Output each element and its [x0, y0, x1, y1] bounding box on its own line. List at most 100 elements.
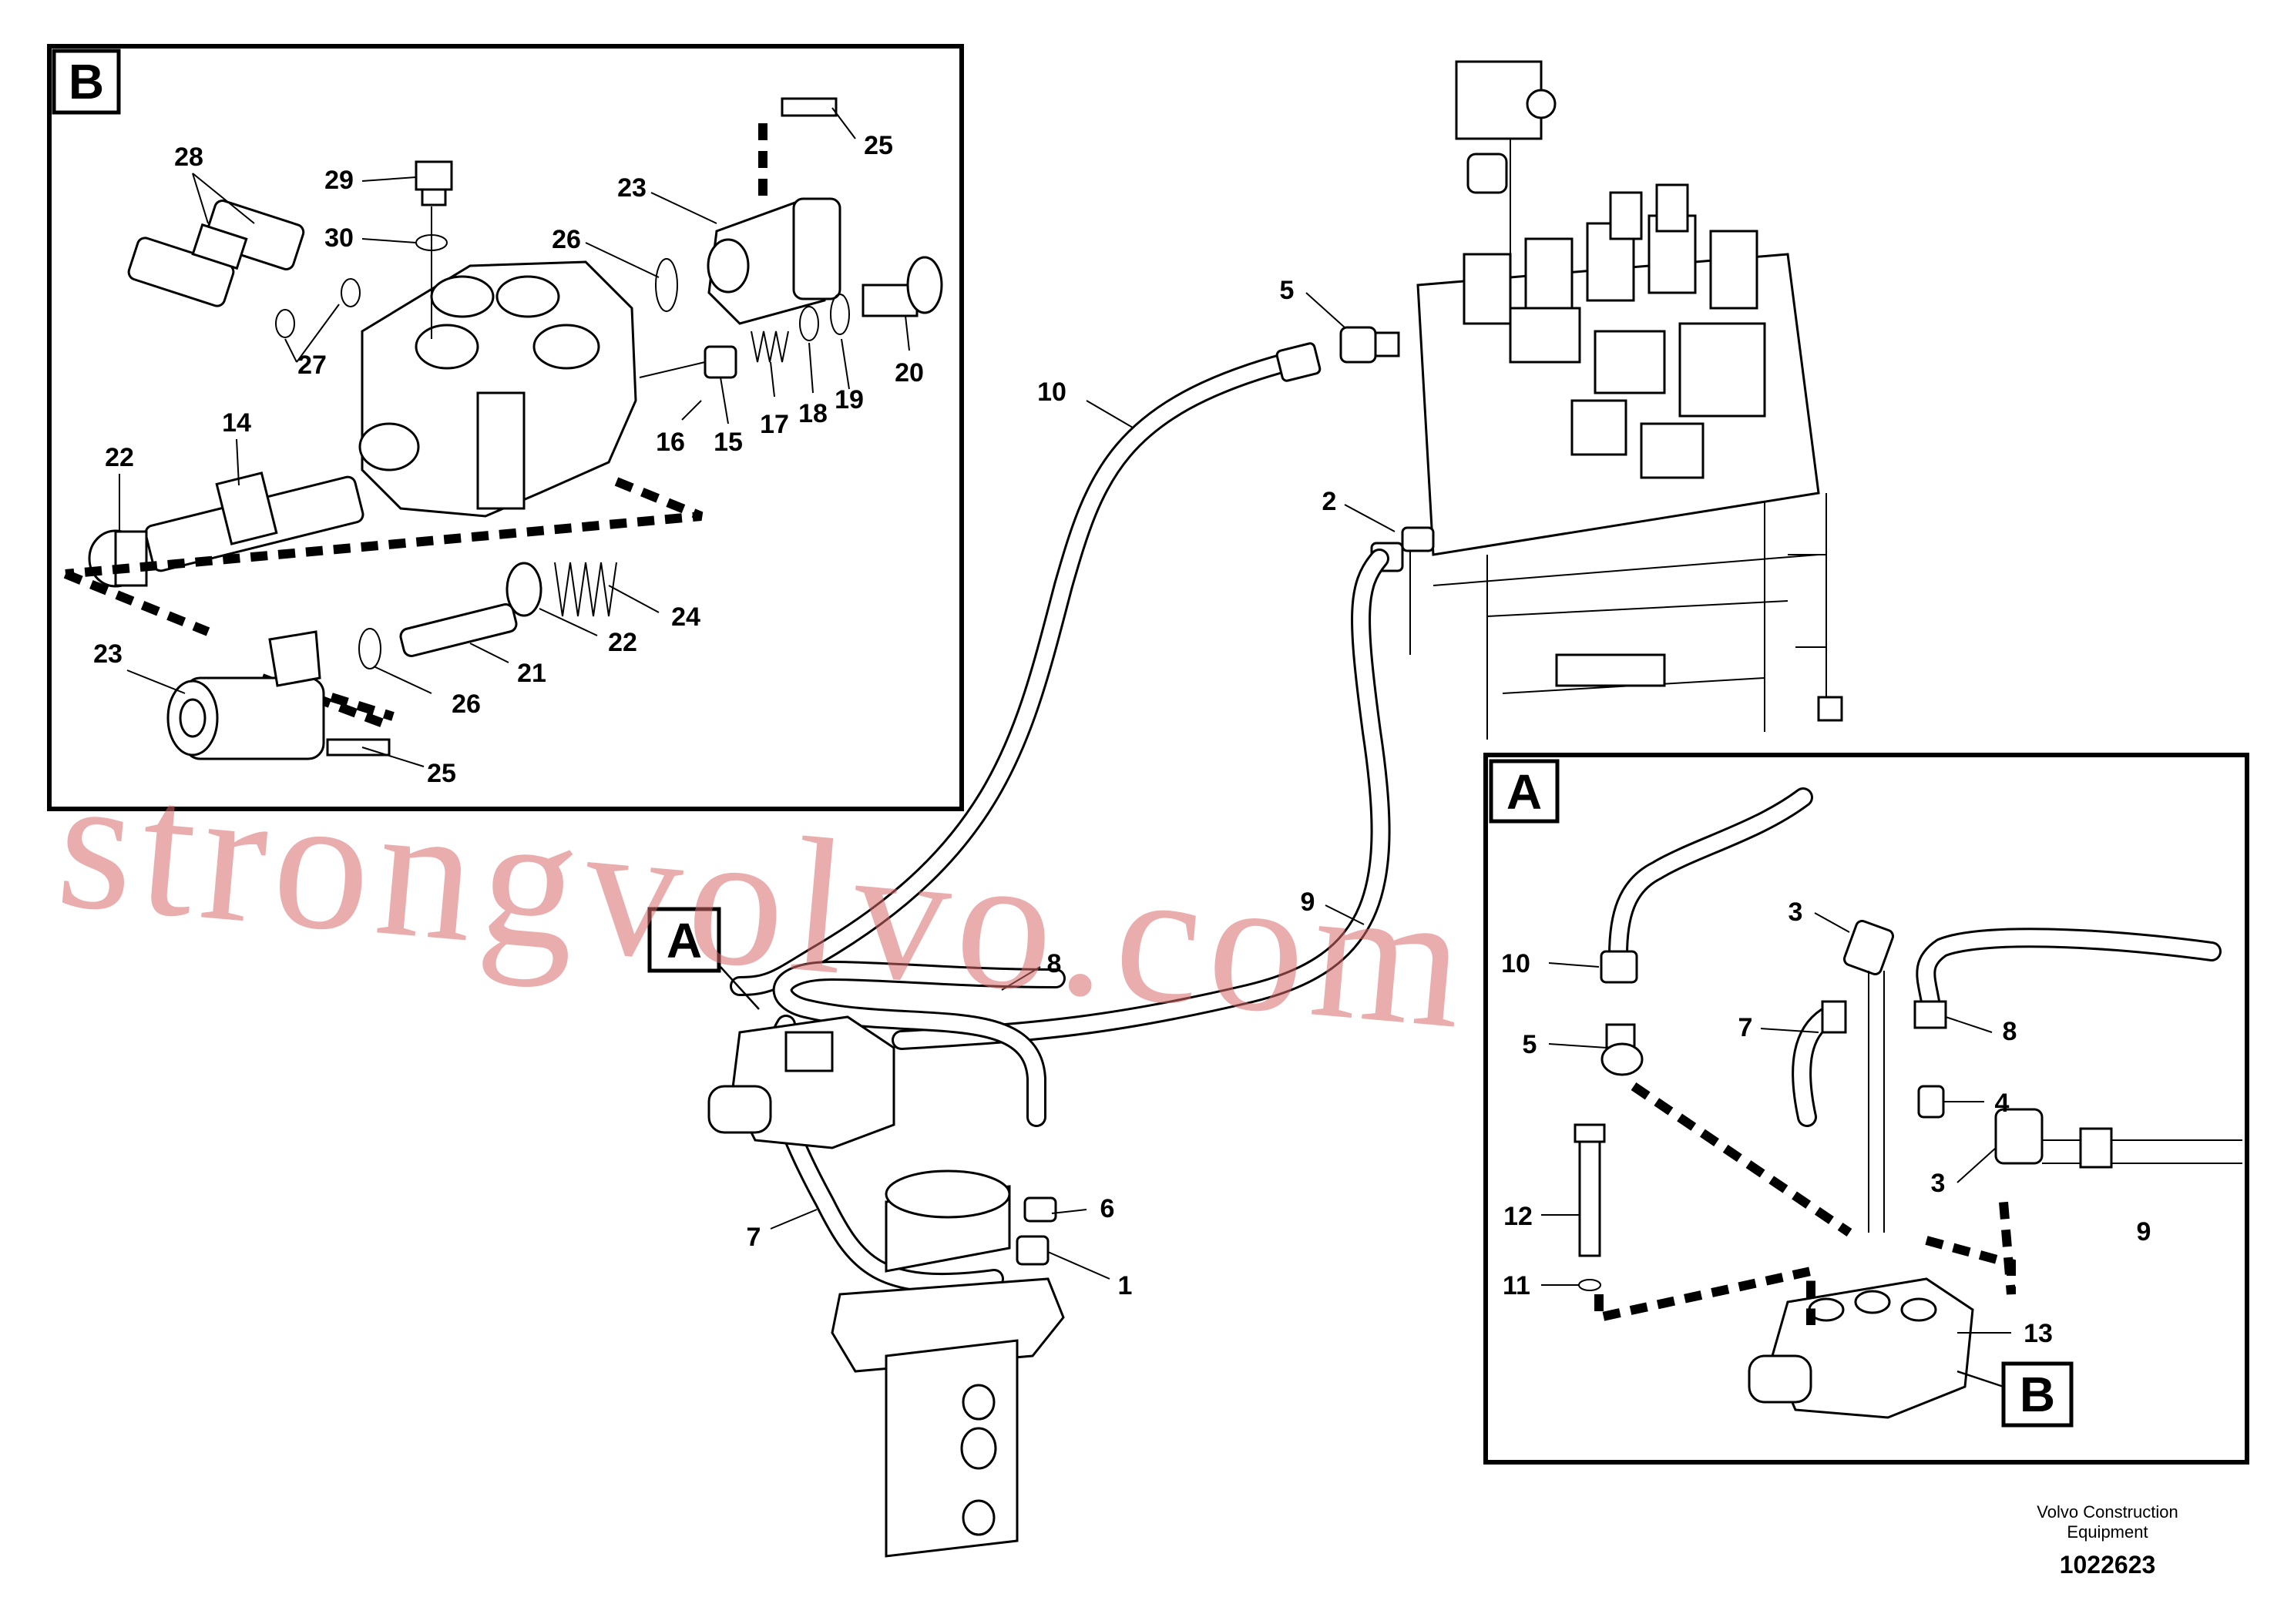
washer-22 — [505, 562, 542, 617]
watermark: strongvolvo.com — [50, 733, 1480, 1069]
hose-10-fitting — [1600, 950, 1638, 984]
label-19: 19 — [835, 385, 864, 414]
cap-22-left — [88, 529, 148, 588]
leader — [361, 747, 425, 767]
leader — [585, 242, 660, 278]
solenoid-23-top — [707, 197, 841, 325]
label-13: 13 — [2024, 1319, 2053, 1348]
leader — [192, 173, 255, 224]
leader — [1760, 1028, 1819, 1033]
leader — [1945, 1016, 1993, 1033]
hose-8 — [772, 960, 1066, 1127]
label-22-right: 22 — [608, 628, 637, 657]
label-3-right: 3 — [1931, 1169, 1946, 1198]
valve-bore — [358, 422, 420, 471]
label-22-left: 22 — [105, 443, 134, 472]
assembly-line — [1594, 1265, 1815, 1325]
detail-b-tag-box — [2001, 1361, 2074, 1428]
label-12: 12 — [1503, 1202, 1533, 1231]
elbow-3 — [1994, 1108, 2044, 1165]
pin-21 — [399, 603, 518, 657]
leader — [126, 669, 186, 694]
o-ring-27 — [341, 278, 361, 307]
label-10-inset: 10 — [1501, 949, 1530, 978]
washer-11 — [1578, 1279, 1601, 1291]
leader — [905, 315, 910, 351]
leader — [296, 304, 340, 363]
label-21: 21 — [517, 659, 546, 688]
leader — [1814, 912, 1850, 933]
leader — [1344, 504, 1396, 532]
leader — [1086, 400, 1134, 428]
label-7-inset: 7 — [1738, 1013, 1753, 1042]
label-9-main: 9 — [1301, 887, 1315, 917]
valve-boss — [476, 391, 526, 510]
inset-a-frame — [1483, 753, 2249, 1465]
washer-18 — [799, 306, 819, 341]
leader — [1047, 1251, 1110, 1280]
leader — [192, 173, 209, 224]
valve-port — [415, 324, 479, 370]
assembly-line — [1925, 1201, 2016, 1295]
spool-14 — [144, 471, 364, 572]
valve-port — [495, 275, 560, 318]
label-5-inset: 5 — [1523, 1030, 1537, 1059]
rotary-joint — [831, 1169, 1065, 1558]
inset-a: A B — [1483, 753, 2249, 1465]
leader — [284, 338, 297, 363]
label-11: 11 — [1503, 1271, 1530, 1300]
label-14: 14 — [222, 408, 251, 438]
label-8-main: 8 — [1047, 949, 1062, 978]
leader — [841, 338, 850, 390]
leader — [720, 377, 729, 424]
label-4-inset: 4 — [1995, 1089, 2010, 1118]
detail-a-pointer — [720, 966, 760, 1010]
assembly-line — [1631, 1082, 1852, 1236]
leader — [236, 438, 240, 486]
leader — [1305, 292, 1345, 328]
label-17: 17 — [760, 410, 789, 439]
leader — [770, 361, 775, 398]
leader — [608, 585, 660, 613]
hose-9 — [892, 549, 1391, 1050]
cap-20 — [862, 256, 943, 317]
leader — [539, 608, 598, 636]
inset-b-tag: B — [69, 54, 104, 109]
elbow-3 — [1843, 920, 1894, 975]
bolt-25 — [781, 97, 838, 117]
hose-10 — [730, 342, 1322, 996]
leader — [1325, 904, 1365, 925]
footer-doc-number: 1022623 — [2060, 1551, 2156, 1579]
label-2-main: 2 — [1322, 487, 1337, 516]
label-20: 20 — [895, 358, 924, 388]
elbow-1 — [1016, 1235, 1050, 1266]
detail-a-tag-box — [647, 907, 721, 973]
label-3-top: 3 — [1789, 898, 1803, 927]
inset-a-tag-box — [1489, 759, 1560, 824]
label-7-main: 7 — [747, 1223, 761, 1252]
assembly-line — [65, 477, 704, 579]
label-23-bottom: 23 — [93, 639, 123, 669]
spring-24 — [554, 562, 617, 617]
adapter-5 — [1339, 326, 1400, 364]
leader — [469, 643, 509, 663]
spring-17 — [751, 331, 789, 363]
swivel-valve-block — [707, 1015, 895, 1149]
elbow-6 — [1023, 1196, 1057, 1223]
assembly-line — [330, 693, 395, 721]
label-30: 30 — [324, 223, 354, 253]
leader — [1956, 1147, 1997, 1183]
leader — [808, 342, 814, 394]
o-ring-26 — [358, 628, 381, 669]
o-ring-27 — [275, 309, 295, 338]
leader — [361, 238, 417, 243]
footer-brand-line1: Volvo Construction — [2037, 1502, 2178, 1522]
label-10-main: 10 — [1037, 377, 1066, 407]
plug-29 — [415, 160, 453, 206]
leader — [770, 1209, 818, 1230]
label-24: 24 — [671, 602, 700, 632]
leader — [650, 192, 717, 224]
relief-valve-28 — [127, 200, 305, 307]
inset-a-tag: A — [1506, 764, 1542, 820]
